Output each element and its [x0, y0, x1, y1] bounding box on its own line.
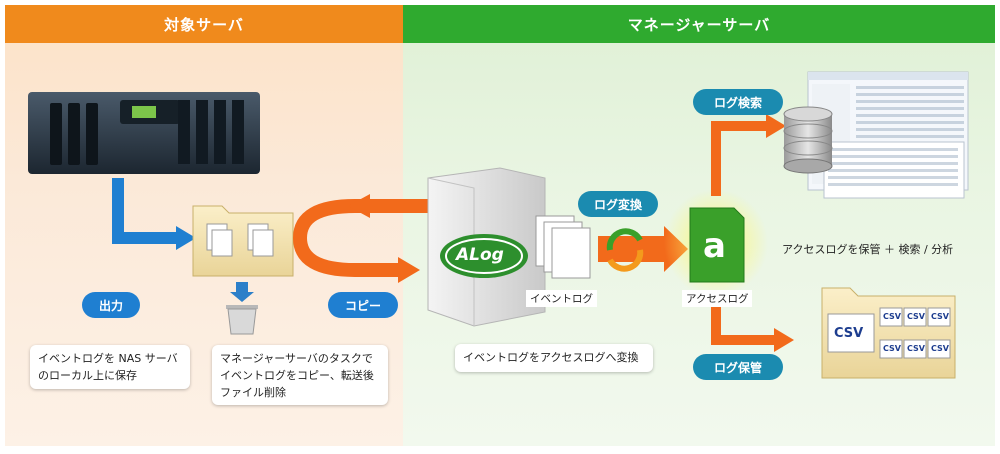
save-description-line: のローカル上に保存 [38, 369, 137, 382]
copy-pill: コピー [328, 292, 398, 318]
trash-icon [226, 282, 258, 335]
task-description-line: ファイル削除 [220, 386, 286, 399]
manager-server-header: マネージャーサーバ [403, 5, 995, 43]
csv-folder-icon [821, 287, 956, 379]
log-search-pill: ログ検索 [693, 89, 783, 115]
copy-arrow-head-right [398, 257, 420, 283]
target-server-header: 対象サーバ [5, 5, 403, 43]
csv-small-label: CSV [883, 312, 901, 321]
copy-arrow-head-left [348, 194, 370, 218]
database-icon [783, 106, 833, 174]
search-arrow [711, 121, 770, 196]
output-arrow [112, 178, 178, 244]
log-store-pill: ログ保管 [693, 354, 783, 380]
csv-small-label: CSV [907, 344, 925, 353]
rack-server-icon [28, 92, 260, 174]
copy-arrow [292, 199, 430, 277]
access-log-label: アクセスログ [682, 290, 753, 307]
log-convert-pill: ログ変換 [578, 191, 658, 217]
store-arrow [711, 292, 778, 345]
store-arrow-head [774, 328, 794, 352]
convert-cycle-icon [606, 228, 644, 272]
store-search-description: アクセスログを保管 ＋ 検索 / 分析 [782, 243, 954, 256]
save-description-line: イベントログを NAS サーバ [38, 352, 178, 365]
task-description-line: イベントログをコピー、転送後 [220, 369, 374, 382]
tower-server-icon [427, 167, 546, 327]
task-description-line: マネージャーサーバのタスクで [220, 352, 373, 365]
csv-small-label: CSV [931, 344, 949, 353]
task-description: マネージャーサーバのタスクで イベントログをコピー、転送後 ファイル削除 [212, 345, 388, 405]
event-log-label: イベントログ [526, 290, 597, 307]
alog-logo: ALog [456, 245, 504, 265]
csv-small-label: CSV [883, 344, 901, 353]
csv-small-label: CSV [907, 312, 925, 321]
csv-small-label: CSV [931, 312, 949, 321]
output-arrow-head [176, 226, 196, 250]
save-description: イベントログを NAS サーバ のローカル上に保存 [30, 345, 190, 389]
search-arrow-head [766, 114, 786, 138]
access-log-app-icon [689, 207, 745, 283]
event-log-document-icon [535, 215, 591, 279]
csv-big-label: CSV [834, 326, 864, 341]
search-result-window [807, 71, 969, 199]
output-pill: 出力 [82, 292, 140, 318]
access-app-letter: a [703, 226, 726, 266]
convert-description: イベントログをアクセスログへ変換 [455, 344, 653, 372]
folder-icon [192, 205, 294, 277]
